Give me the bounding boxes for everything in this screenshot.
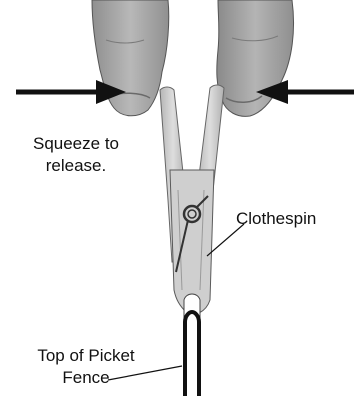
fence-label: Top of Picket Fence xyxy=(16,345,156,389)
fence-label-line1: Top of Picket xyxy=(16,345,156,367)
squeeze-label-line2: release. xyxy=(10,155,142,177)
picket-fence xyxy=(185,312,199,396)
squeeze-label: Squeeze to release. xyxy=(10,133,142,177)
fence-label-line2: Fence xyxy=(16,367,156,389)
clothespin-label: Clothespin xyxy=(236,208,316,230)
squeeze-label-line1: Squeeze to xyxy=(10,133,142,155)
